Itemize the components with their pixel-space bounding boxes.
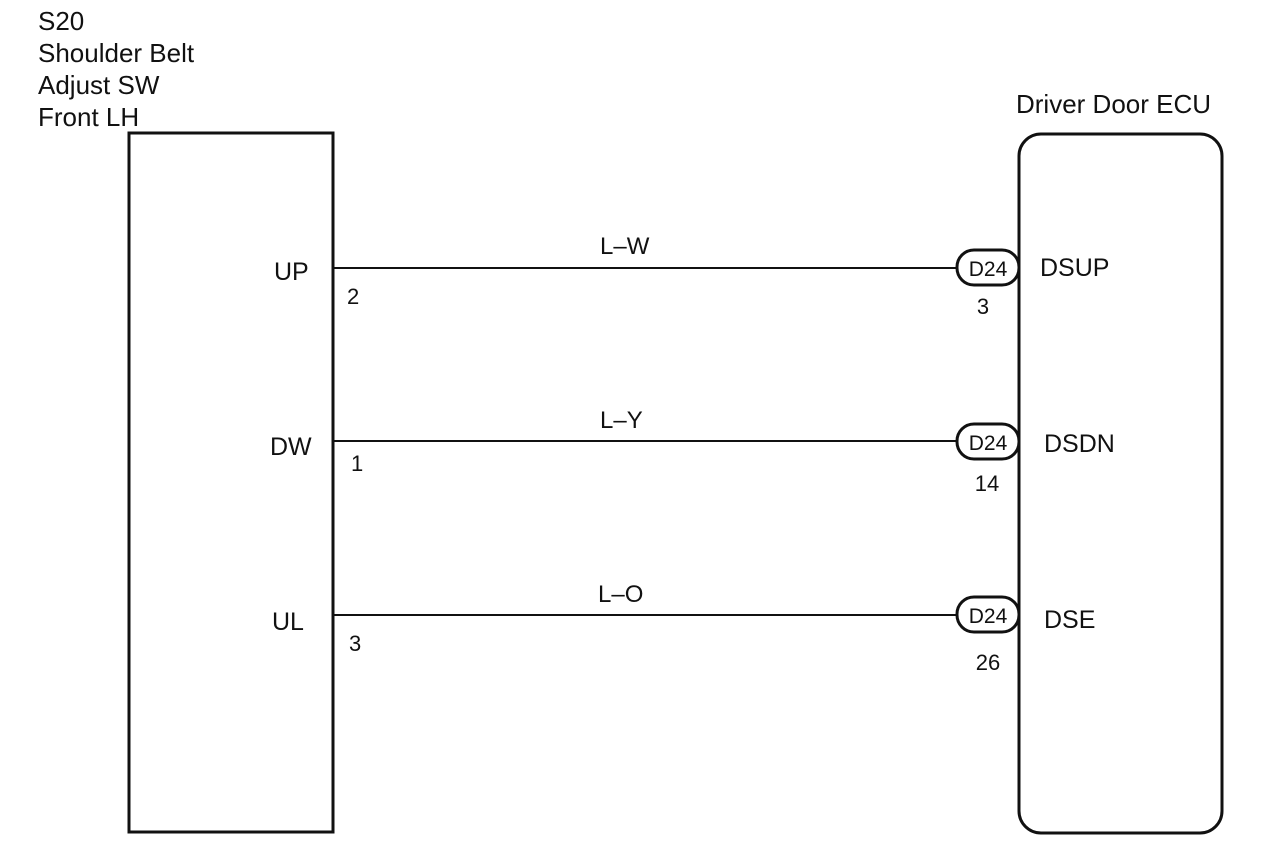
switch-pin-label: DW (270, 433, 312, 461)
ecu-pin-label: DSE (1044, 606, 1095, 634)
wire-color-label: L–W (600, 233, 650, 260)
switch-pin-number: 3 (349, 631, 361, 656)
switch-pin-number: 2 (347, 284, 359, 309)
switch-title-line-4: Front LH (38, 102, 139, 132)
connector-badge (955, 595, 1021, 634)
switch-pin-label: UL (272, 608, 304, 636)
switch-title: S20 Shoulder Belt Adjust SW Front LH (38, 6, 195, 132)
ecu-pin-number: 14 (975, 471, 999, 496)
ecu-pin-number: 26 (976, 650, 1000, 675)
switch-pin-label: UP (274, 258, 309, 286)
wire-row: UP 2 L–W D24 3 DSUP (274, 233, 1109, 319)
switch-title-line-2: Shoulder Belt (38, 38, 195, 68)
wire-row: UL 3 L–O D24 26 DSE (272, 581, 1095, 675)
connector-id: D24 (969, 432, 1008, 455)
wire-row: DW 1 L–Y D24 14 DSDN (270, 407, 1115, 496)
wire-color-label: L–Y (600, 407, 643, 434)
switch-title-line-3: Adjust SW (38, 70, 160, 100)
switch-title-line-1: S20 (38, 6, 84, 36)
wire-color-label: L–O (598, 581, 643, 608)
connector-badge (955, 248, 1021, 287)
connector-id: D24 (969, 258, 1008, 281)
ecu-pin-number: 3 (977, 294, 989, 319)
connector-id: D24 (969, 605, 1008, 628)
connector-badge (955, 422, 1021, 461)
ecu-box (1017, 132, 1224, 835)
switch-pin-number: 1 (351, 451, 363, 476)
ecu-pin-label: DSDN (1044, 430, 1115, 458)
switch-box (127, 131, 335, 834)
ecu-pin-label: DSUP (1040, 254, 1109, 282)
ecu-title: Driver Door ECU (1016, 89, 1211, 119)
